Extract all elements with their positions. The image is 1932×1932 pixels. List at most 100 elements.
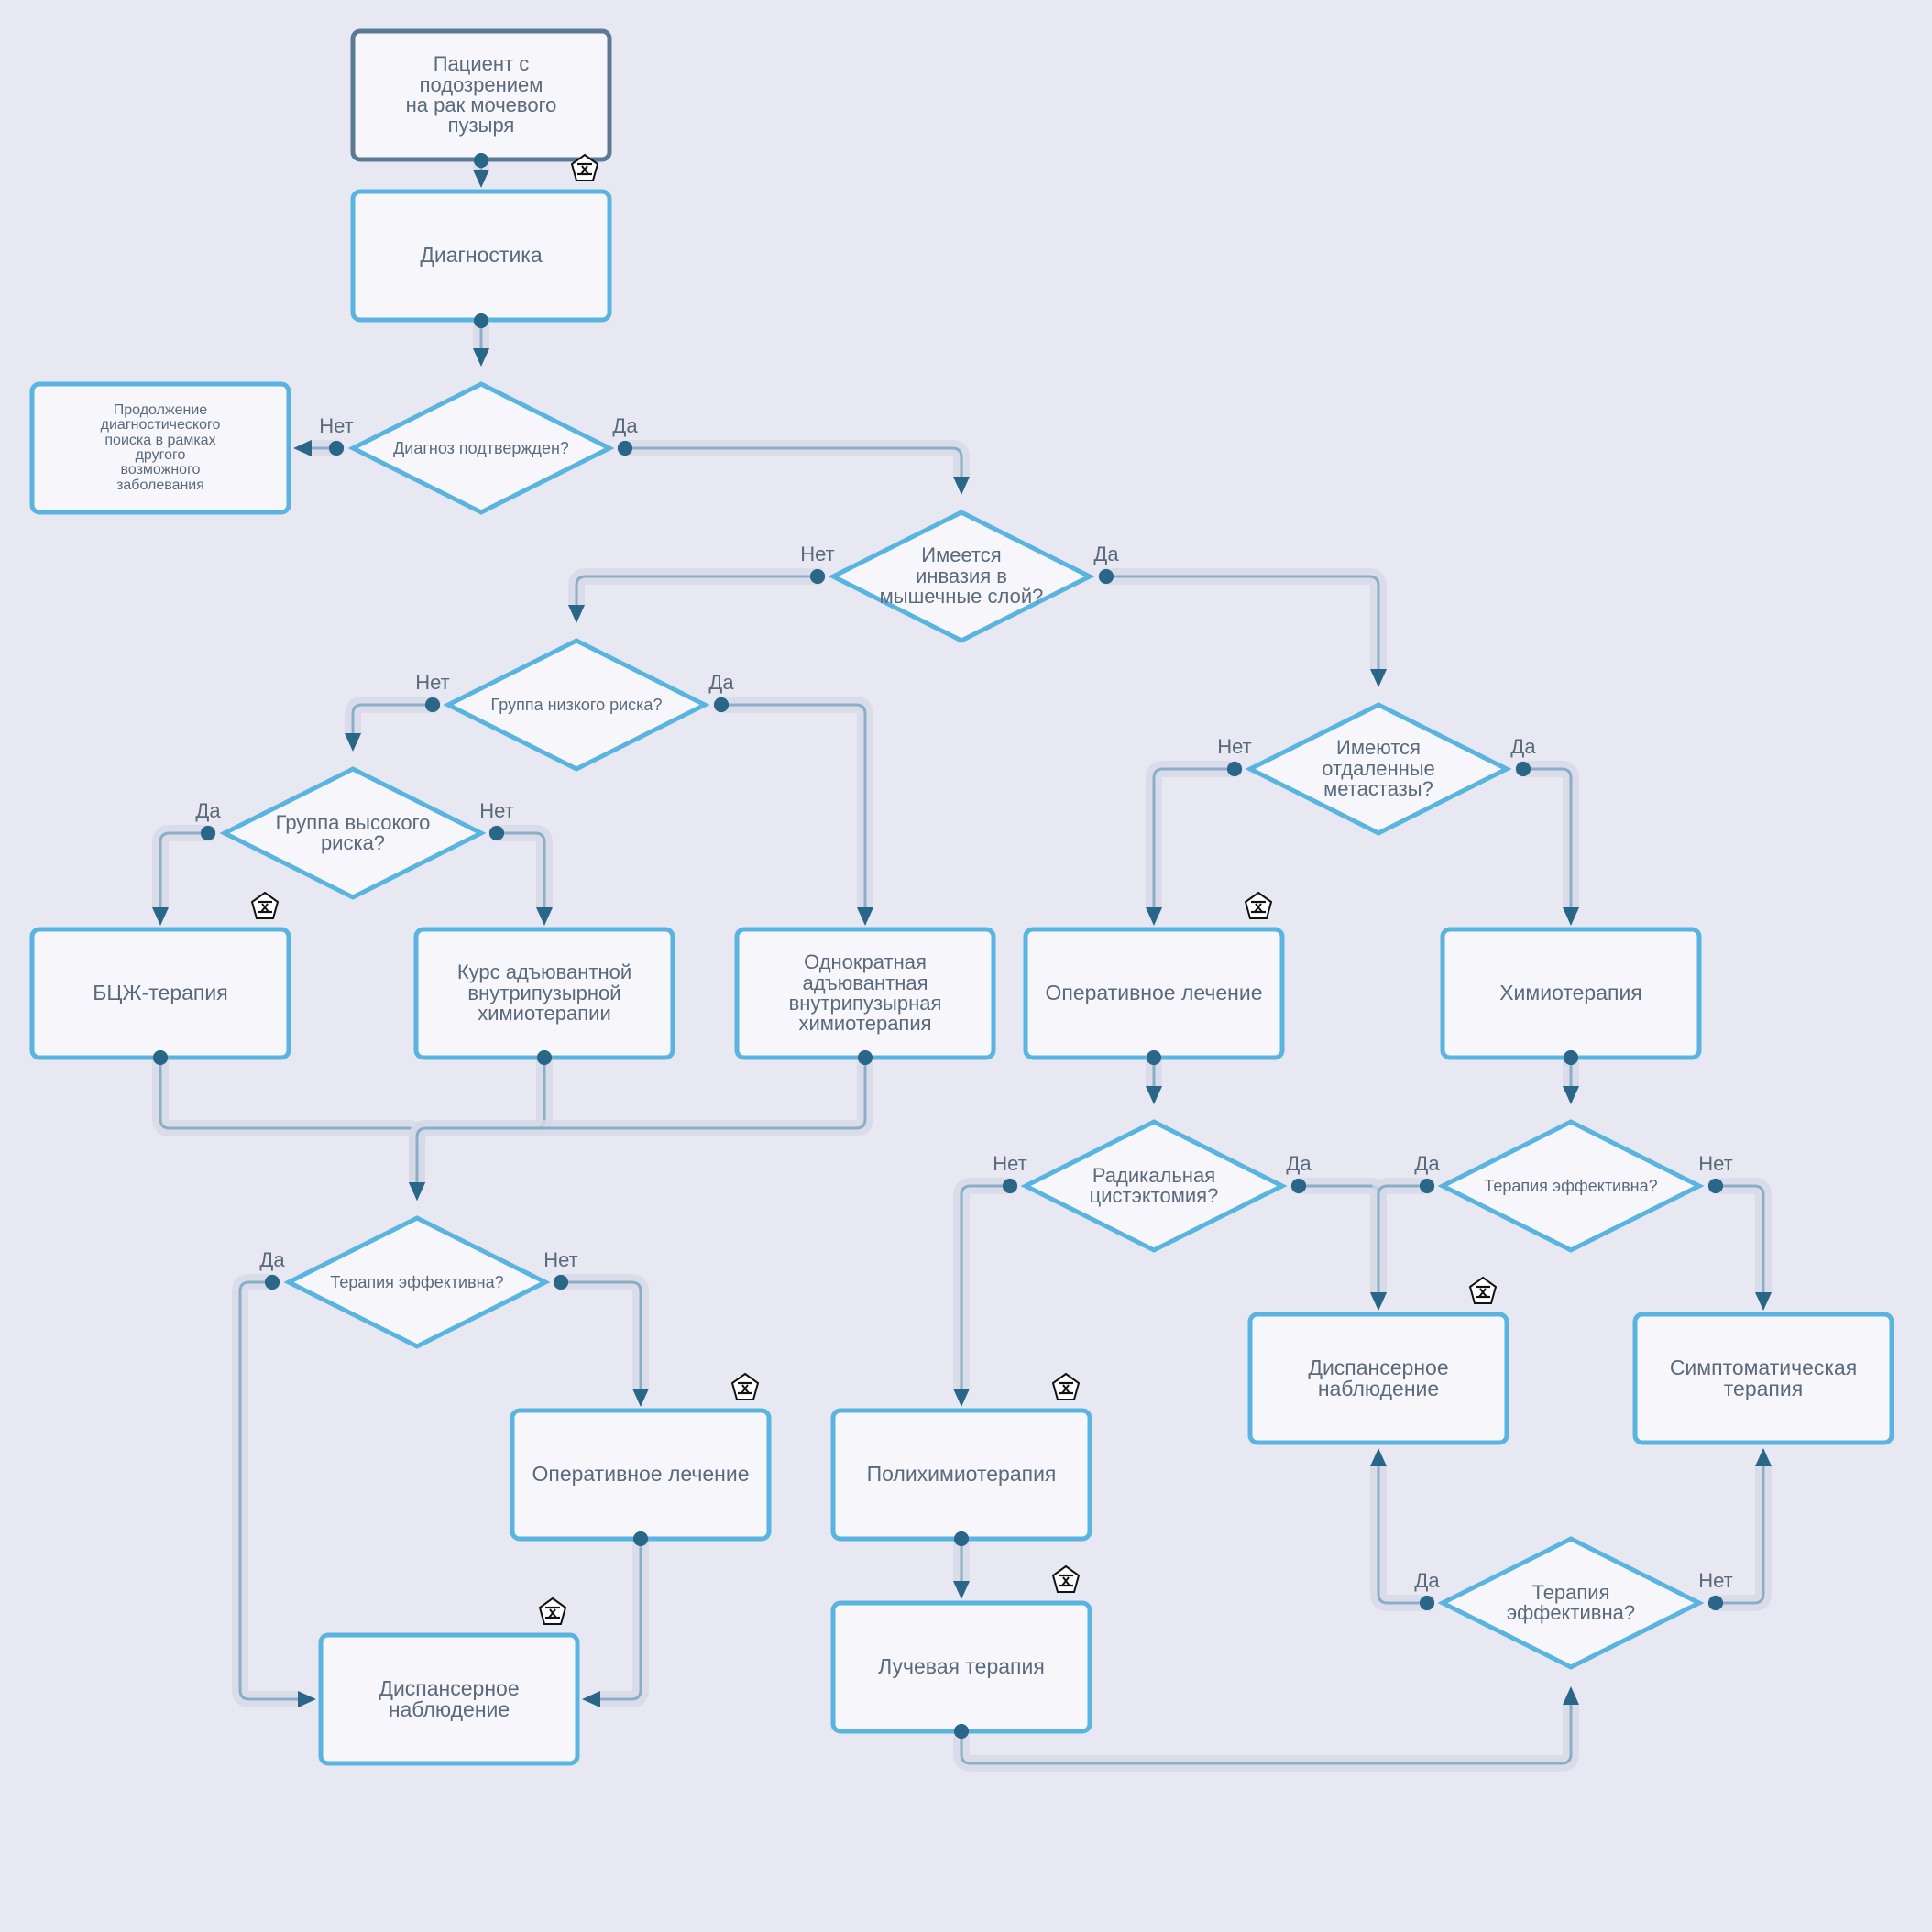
edge-halo [1098, 568, 1387, 677]
connector-dot [474, 153, 488, 168]
arrowhead [473, 348, 489, 367]
connector-dot [489, 826, 504, 840]
decision-diamond [1020, 1119, 1288, 1253]
connector-dot [1708, 1179, 1723, 1193]
arrowhead [1563, 1086, 1579, 1104]
connector-dot [1147, 1050, 1161, 1065]
decision-diamond [1245, 702, 1512, 836]
connector-dot [1420, 1179, 1434, 1193]
decision-diamond [1437, 1119, 1705, 1253]
edge-label-yes: Да [612, 414, 638, 437]
decision-diamond [828, 510, 1095, 643]
edge-line [1152, 767, 1235, 907]
edge-halo [152, 825, 216, 916]
edge-halo [345, 697, 441, 741]
connector-dot [1564, 1050, 1578, 1065]
connector-dot [329, 441, 344, 456]
edge-halo [553, 1274, 649, 1397]
edge-line [351, 703, 433, 733]
edge-label-no: Нет [543, 1248, 578, 1271]
edge-line [1377, 1466, 1427, 1605]
edge-line [1716, 1466, 1765, 1605]
edge-line [561, 1280, 642, 1389]
node-box [350, 28, 612, 162]
nodes-layer [29, 28, 1894, 1766]
arrowhead [953, 1581, 970, 1599]
arrowhead [345, 733, 361, 752]
connector-dot [1420, 1596, 1434, 1610]
decision-diamond [347, 381, 615, 515]
edge-label-yes: Да [259, 1248, 285, 1271]
arrowhead [293, 440, 312, 456]
edge-label-yes: Да [195, 799, 221, 822]
node-box [29, 381, 291, 515]
pentagon-person-icon [538, 1597, 567, 1625]
pentagon-person-icon [1244, 891, 1273, 919]
connector-dot [810, 569, 825, 584]
edge-line [1716, 1184, 1765, 1292]
edge-label-yes: Да [1414, 1152, 1440, 1175]
edge-label-yes: Да [1510, 735, 1536, 758]
connector-dot [1708, 1596, 1723, 1610]
connector-dot [954, 1531, 969, 1546]
arrowhead [473, 170, 489, 188]
node-box [350, 189, 612, 323]
edge-label-yes: Да [1093, 543, 1119, 565]
connector-dot [554, 1275, 568, 1290]
node-box [830, 1408, 1092, 1542]
edge-halo [568, 568, 826, 613]
connector-dot [425, 697, 440, 712]
edge-label-no: Нет [993, 1152, 1027, 1175]
arrowhead [1370, 1292, 1387, 1311]
edge-halo [713, 697, 873, 916]
edge-halo [232, 1274, 306, 1707]
edge-label-no: Нет [415, 671, 450, 694]
edge-label-yes: Да [1414, 1569, 1440, 1592]
edge-halo [617, 440, 970, 485]
edge-line [575, 575, 818, 605]
edges-layer [152, 152, 1772, 1772]
edge-label-no: Нет [1698, 1569, 1733, 1592]
connector-dot [618, 441, 632, 456]
node-box [1632, 1312, 1894, 1445]
edge-halo [1515, 761, 1579, 916]
arrowhead [152, 907, 169, 926]
connector-dot [858, 1050, 873, 1065]
connector-dot [1099, 569, 1114, 584]
edge-line [497, 831, 546, 907]
arrowhead [409, 1182, 425, 1201]
edge-halo [1370, 1178, 1435, 1301]
node-box [1440, 927, 1702, 1060]
node-box [413, 927, 675, 1060]
edge-halo [488, 825, 553, 916]
arrowhead [1563, 1686, 1579, 1705]
arrowhead [536, 907, 553, 926]
edge-label-yes: Да [1286, 1152, 1312, 1175]
connector-dot [1227, 762, 1242, 776]
connector-dot [1003, 1179, 1017, 1193]
connector-dot [201, 826, 215, 840]
connector-dot [714, 697, 729, 712]
decision-diamond [219, 766, 487, 900]
edge-label-no: Нет [800, 543, 835, 565]
edge-halo [1146, 761, 1243, 916]
edge-line [1299, 1184, 1380, 1292]
edge-halo [409, 1049, 873, 1191]
decision-diamond [283, 1215, 551, 1349]
connector-dot [954, 1724, 969, 1739]
arrowhead [568, 605, 585, 623]
connector-dot [153, 1050, 168, 1065]
edge-line [159, 831, 208, 907]
node-box [29, 927, 291, 1060]
edge-label-no: Нет [1217, 735, 1252, 758]
node-box [1247, 1312, 1509, 1445]
pentagon-person-icon [1051, 1372, 1081, 1400]
edge-label-no: Нет [1698, 1152, 1733, 1175]
arrowhead [1370, 669, 1387, 687]
arrowhead [953, 1389, 970, 1407]
node-box [1023, 927, 1285, 1060]
connector-dot [265, 1275, 280, 1290]
edge-halo [953, 1178, 1018, 1397]
